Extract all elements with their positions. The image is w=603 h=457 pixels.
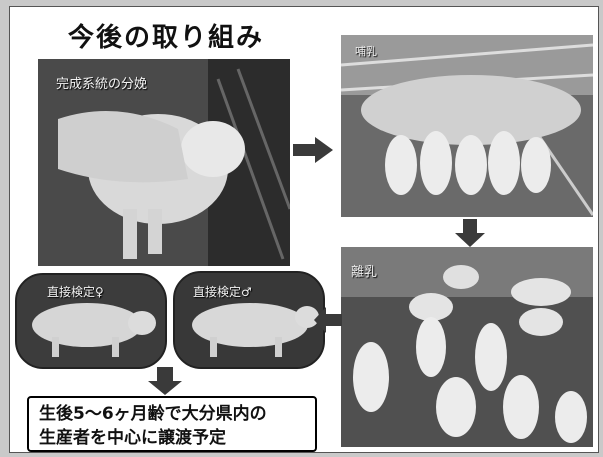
photo-test-male: 直接検定♂ [173, 271, 325, 369]
photo-weaning-label: 離乳 [351, 265, 378, 280]
caption-line-1: 生後5～6ヶ月齢で大分県内の [39, 404, 267, 424]
photo-nursing: 哺乳 [341, 35, 593, 217]
caption-line-2: 生産者を中心に譲渡予定 [39, 428, 226, 448]
arrow-down-icon [455, 219, 485, 247]
caption-box: 生後5～6ヶ月齢で大分県内の 生産者を中心に譲渡予定 [27, 396, 317, 452]
slide: 今後の取り組み 完成系統の分娩 [9, 6, 599, 453]
photo-test-male-label: 直接検定♂ [193, 285, 252, 299]
page-title: 今後の取り組み [68, 23, 265, 53]
arrow-right-icon [293, 137, 333, 163]
photo-test-female: 直接検定♀ [15, 273, 167, 369]
arrow-left-icon [314, 307, 342, 333]
photo-nursing-label: 哺乳 [355, 45, 377, 58]
arrow-down-icon [148, 367, 182, 395]
photo-birth-label: 完成系統の分娩 [56, 77, 148, 92]
photo-test-female-label: 直接検定♀ [47, 285, 104, 299]
photo-birth: 完成系統の分娩 [38, 59, 290, 266]
photo-weaning: 離乳 [341, 247, 593, 447]
